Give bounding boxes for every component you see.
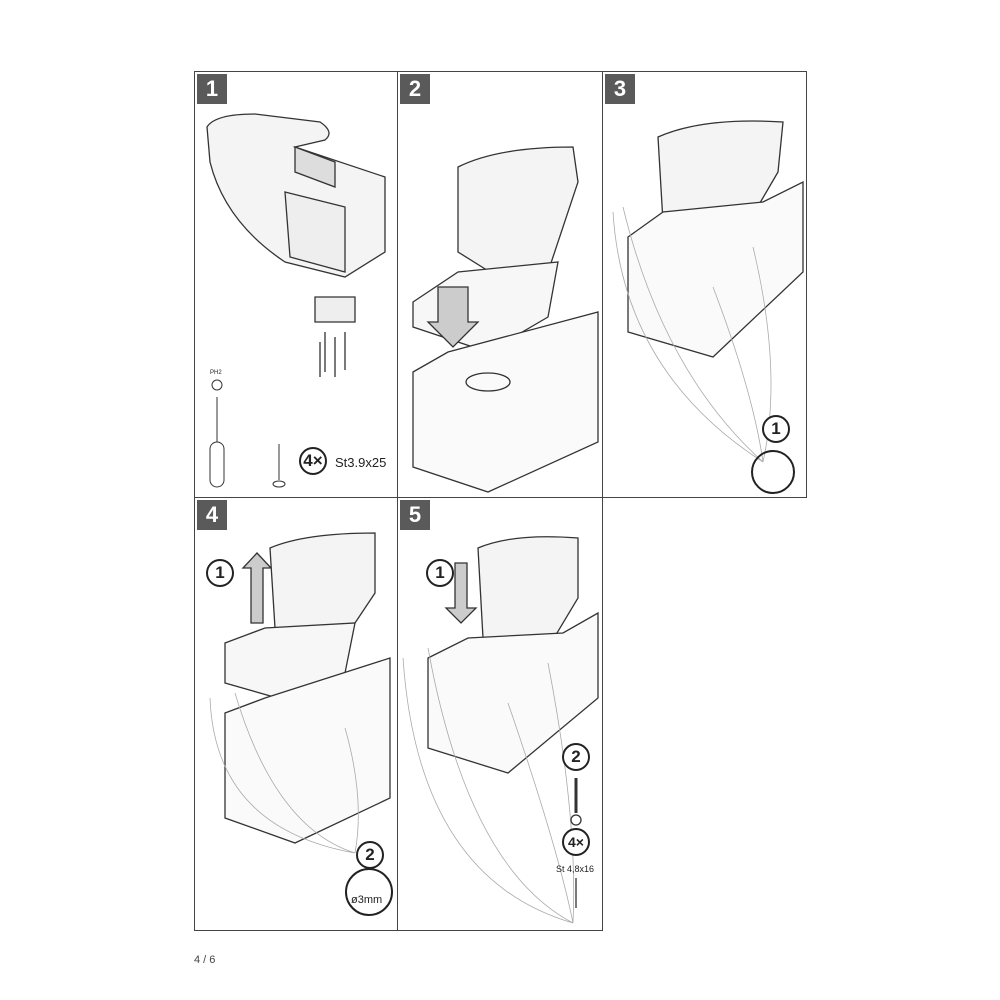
callout-circle: 1 bbox=[762, 415, 790, 443]
quantity-circle: 4× bbox=[299, 447, 327, 475]
step-panel-1: 1 PH2 4× St3.9x25 bbox=[194, 71, 398, 498]
step-panel-2: 2 bbox=[397, 71, 603, 498]
drill-icon: ø3mm bbox=[345, 868, 393, 916]
step-number-badge: 1 bbox=[197, 74, 227, 104]
screwdriver-icon bbox=[209, 379, 225, 488]
screw-spec: St3.9x25 bbox=[335, 455, 387, 470]
tool-label: PH2 bbox=[210, 370, 222, 376]
callout-circle-1: 1 bbox=[426, 559, 454, 587]
callout-circle-2: 2 bbox=[562, 743, 590, 771]
armrest-illustration bbox=[209, 532, 391, 854]
arrow-down-icon bbox=[444, 562, 478, 624]
step-number-badge: 5 bbox=[400, 500, 430, 530]
armrest-illustration bbox=[412, 146, 599, 493]
armrest-illustration bbox=[206, 113, 386, 377]
callout-circle-1: 1 bbox=[206, 559, 234, 587]
armrest-illustration bbox=[612, 120, 804, 463]
step-number-badge: 4 bbox=[197, 500, 227, 530]
step-number-badge: 2 bbox=[400, 74, 430, 104]
step-panel-4: 4 1 2 ø3mm bbox=[194, 497, 398, 931]
callout-circle-2: 2 bbox=[356, 841, 384, 869]
screw-spec: St 4,8x16 bbox=[556, 864, 595, 874]
page-number: 4 / 6 bbox=[194, 954, 216, 966]
quantity-circle: 4× bbox=[562, 828, 590, 856]
drill-label: ø3mm bbox=[351, 894, 383, 906]
screw-icon bbox=[272, 444, 286, 488]
step-panel-5: 5 1 2 4× St 4,8x16 bbox=[397, 497, 603, 931]
arrow-up-icon bbox=[241, 552, 273, 624]
step-number-badge: 3 bbox=[605, 74, 635, 104]
armrest-illustration bbox=[402, 536, 599, 924]
step-panel-3: 3 1 bbox=[602, 71, 807, 498]
clip-removal-icon bbox=[751, 450, 795, 494]
